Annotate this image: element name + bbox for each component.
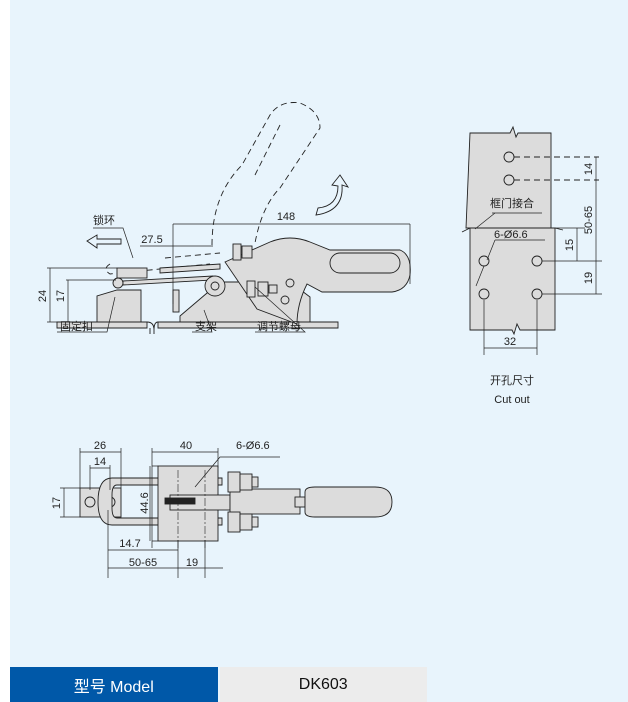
label-fixing-buckle: 固定扣 [60,319,93,333]
top-view: 26 14 17 40 44.6 14.7 50-65 19 6-Ø6.6 [51,440,393,578]
cutout-view: 14 50-65 15 19 32 框门接合 6-Ø6.6 开孔尺寸 Cut o… [461,125,602,406]
dim-offset: 14.7 [119,538,140,550]
cutout-title-en: Cut out [494,394,529,406]
model-label: 型号 Model [10,667,218,702]
dim-hole-pitch-top: 14 [583,163,595,175]
drawing-panel [10,0,628,702]
dim-base-width: 44.6 [139,492,151,513]
dim-catch-pitch: 14 [94,456,106,468]
rotation-arrow-icon [315,174,350,216]
dim-catch-height: 17 [51,497,63,509]
dim-gap: 50-65 [583,206,595,234]
dim-offset: 15 [564,239,576,251]
dim-range: 50-65 [129,557,157,569]
model-bar: 型号 Model DK603 [10,667,427,702]
dim-height-base: 17 [55,290,67,302]
label-holes: 6-Ø6.6 [236,440,270,452]
dim-overall-length: 148 [277,211,295,223]
label-lock-ring: 锁环 [93,213,115,227]
label-bracket: 支架 [195,320,217,333]
cutout-title-cn: 开孔尺寸 [490,373,534,387]
label-adjusting-nut: 调节螺母 [257,320,301,333]
dim-catch-width: 26 [94,440,106,452]
dim-stroke: 27.5 [141,234,162,246]
dim-base-length: 40 [180,440,192,452]
model-value: DK603 [219,667,427,702]
dim-hole-pitch-bottom: 19 [583,272,595,284]
dim-pitch: 19 [186,557,198,569]
label-frame-door-joint: 框门接合 [490,196,534,210]
direction-arrow-icon [86,234,122,249]
dim-width: 32 [504,336,516,348]
label-holes: 6-Ø6.6 [494,229,528,241]
side-view: 148 27.5 24 17 锁环 固定扣 支架 调节螺母 [37,102,411,334]
dim-height-total: 24 [37,290,49,302]
